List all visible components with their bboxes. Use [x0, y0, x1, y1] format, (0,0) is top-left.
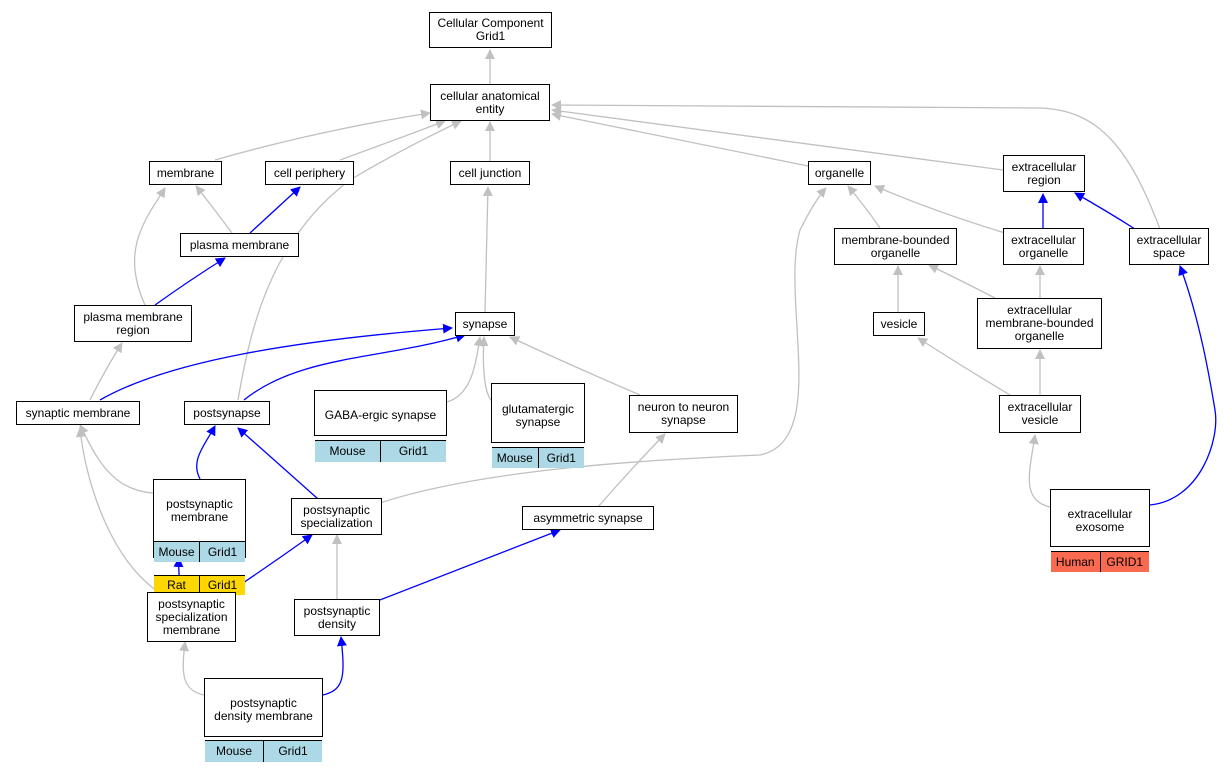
edge-ecspace-to-ecregion: [1074, 192, 1136, 230]
gene-cell: Grid1: [263, 741, 322, 762]
node-glutamatergic-synapse-label: glutamatergic synapse: [501, 401, 575, 429]
species-cell: Mouse: [492, 448, 538, 468]
gene-cell: Grid1: [380, 441, 446, 462]
node-cellular-anatomical-entity[interactable]: cellular anatomical entity: [430, 84, 550, 121]
edge-glut-to-synapse: [478, 336, 493, 402]
edge-synmembrane-to-pmregion: [89, 342, 123, 401]
edge-synmembrane-to-synapse: [99, 323, 453, 401]
node-postsynaptic-specialization-membrane[interactable]: postsynaptic specialization membrane: [147, 592, 236, 642]
edge-postsynapse-to-cae: [237, 120, 462, 401]
edge-organelle-to-cae: [551, 110, 809, 167]
node-gaba-ergic-synapse-label: GABA-ergic synapse: [324, 408, 437, 422]
annotation-row: Human GRID1: [1051, 551, 1149, 572]
node-postsynaptic-specialization[interactable]: postsynaptic specialization: [291, 498, 382, 535]
edge-asym-to-n2n: [597, 433, 666, 508]
species-cell: Mouse: [154, 542, 199, 562]
edge-ecexosome-to-ecspace: [1149, 265, 1217, 506]
species-cell: Mouse: [315, 441, 380, 462]
node-extracellular-vesicle[interactable]: extracellular vesicle: [999, 395, 1081, 433]
node-organelle[interactable]: organelle: [808, 161, 871, 185]
node-extracellular-membrane-bounded-organelle[interactable]: extracellular membrane-bounded organelle: [977, 298, 1102, 349]
node-plasma-membrane[interactable]: plasma membrane: [180, 233, 299, 257]
edge-mbo-to-organelle: [847, 185, 881, 229]
go-term-graph: [75, 49, 1217, 696]
node-extracellular-space[interactable]: extracellular space: [1129, 228, 1209, 265]
node-postsynaptic-membrane[interactable]: postsynaptic membrane Mouse Grid1 Rat Gr…: [153, 479, 246, 595]
annotation-row-rat: Rat Grid1: [154, 575, 245, 595]
node-extracellular-exosome[interactable]: extracellular exosome Human GRID1: [1050, 489, 1150, 572]
node-postsynaptic-density-membrane[interactable]: postsynaptic density membrane Mouse Grid…: [204, 678, 323, 762]
species-cell: Mouse: [205, 741, 263, 762]
node-postsynaptic-membrane-label: postsynaptic membrane: [166, 496, 233, 524]
edge-psm-to-synmembrane: [75, 427, 161, 594]
annotation-row: Mouse Grid1: [492, 447, 584, 468]
edge-ecvesicle-to-vesicle: [917, 337, 1011, 396]
edge-postsynapse-to-synapse: [243, 332, 466, 401]
edge-synapse-to-celljunction: [482, 186, 493, 313]
node-vesicle[interactable]: vesicle: [873, 312, 925, 336]
node-postsynaptic-density[interactable]: postsynaptic density: [294, 599, 380, 636]
species-cell: Human: [1051, 552, 1100, 572]
node-glutamatergic-synapse[interactable]: glutamatergic synapse Mouse Grid1: [491, 383, 585, 468]
gene-cell: Grid1: [199, 542, 245, 562]
gene-cell: Grid1: [199, 576, 245, 595]
node-cellular-component[interactable]: Cellular Component Grid1: [429, 12, 552, 48]
gene-cell: GRID1: [1099, 552, 1149, 572]
edge-ecorganelle-to-organelle: [874, 185, 1006, 234]
node-synapse[interactable]: synapse: [455, 312, 515, 336]
node-asymmetric-synapse[interactable]: asymmetric synapse: [522, 506, 654, 530]
node-extracellular-region[interactable]: extracellular region: [1003, 155, 1085, 192]
edge-gaba-to-synapse: [446, 336, 484, 403]
edge-membrane-to-cae: [214, 109, 431, 161]
node-extracellular-organelle[interactable]: extracellular organelle: [1003, 228, 1084, 265]
edge-ecspace-to-cae: [551, 100, 1161, 230]
edge-postdensity-to-asym: [379, 528, 561, 601]
edge-pmregion-to-pm: [154, 257, 226, 306]
node-membrane-bounded-organelle[interactable]: membrane-bounded organelle: [834, 228, 957, 265]
gene-cell: Grid1: [537, 448, 584, 468]
node-cell-periphery[interactable]: cell periphery: [265, 161, 354, 185]
edge-postspec-to-postsynapse: [237, 427, 319, 500]
node-gaba-ergic-synapse[interactable]: GABA-ergic synapse Mouse Grid1: [314, 390, 447, 462]
edge-ecexosome-to-ecvesicle: [1028, 434, 1051, 508]
annotation-row: Mouse Grid1: [205, 740, 322, 762]
species-cell: Rat: [154, 576, 199, 595]
node-postsynaptic-density-membrane-label: postsynaptic density membrane: [214, 695, 313, 723]
node-neuron-to-neuron-synapse[interactable]: neuron to neuron synapse: [629, 395, 738, 433]
edge-ecexosome-to-organelle: [379, 187, 827, 504]
node-synaptic-membrane[interactable]: synaptic membrane: [16, 401, 140, 425]
edge-pdm-to-psm: [179, 641, 205, 696]
annotation-row: Mouse Grid1: [315, 440, 446, 462]
edge-pm-to-membrane: [195, 185, 233, 234]
node-postsynapse[interactable]: postsynapse: [184, 401, 270, 425]
edge-ecmbo-to-mbo: [928, 264, 996, 299]
annotation-row-mouse: Mouse Grid1: [154, 541, 245, 562]
edge-cellperiphery-to-cae: [339, 119, 446, 161]
node-extracellular-exosome-label: extracellular exosome: [1067, 506, 1133, 534]
edge-pmregion-to-membrane: [133, 187, 166, 306]
edge-postmembrane-to-postsynapse: [196, 425, 216, 480]
edge-ecregion-to-cae: [551, 106, 1004, 171]
node-membrane[interactable]: membrane: [149, 161, 222, 185]
edge-n2n-to-synapse: [509, 336, 641, 396]
node-plasma-membrane-region[interactable]: plasma membrane region: [74, 305, 192, 342]
edge-pm-to-cellperiphery: [249, 186, 301, 234]
node-cell-junction[interactable]: cell junction: [450, 161, 530, 185]
edge-pdm-to-postdensity: [322, 636, 347, 696]
